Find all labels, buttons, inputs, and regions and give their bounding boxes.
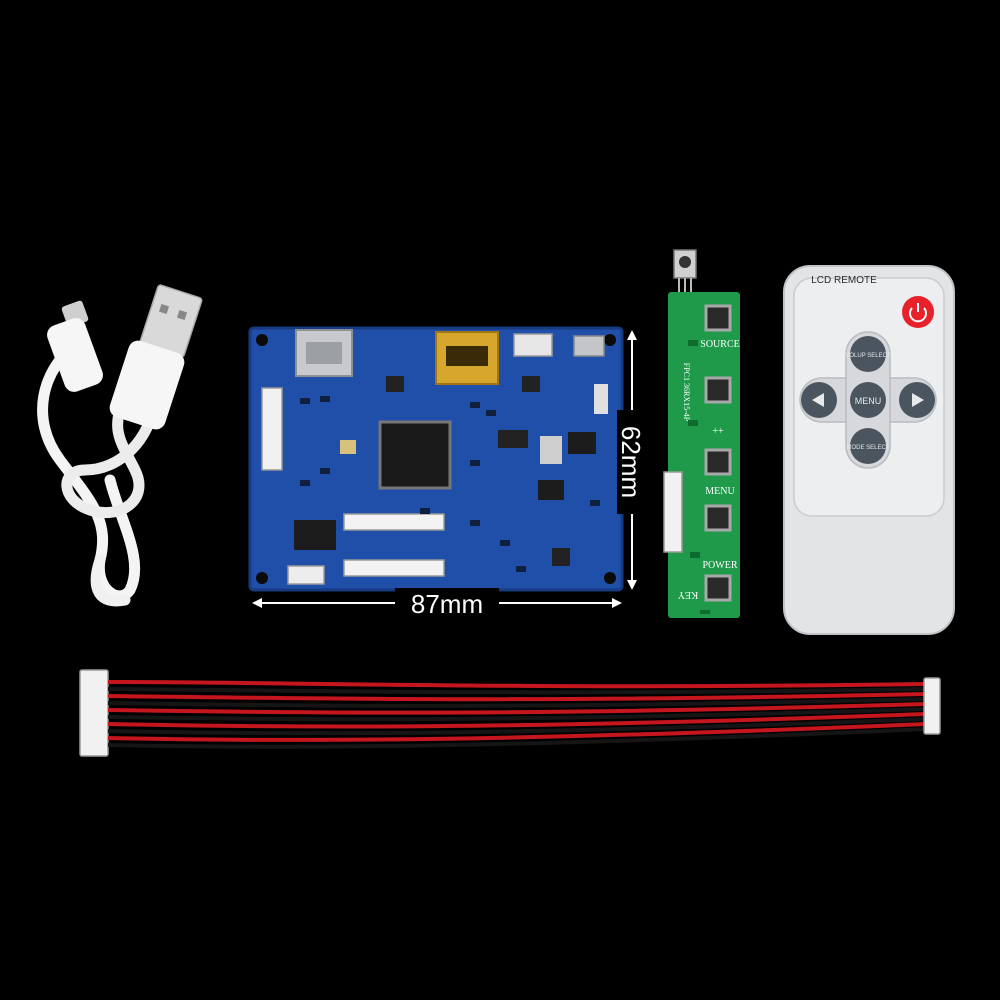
key-button-3	[704, 448, 732, 476]
main-chip	[378, 420, 452, 490]
remote-menu-label: MENU	[855, 396, 882, 406]
key-button-4	[704, 504, 732, 532]
key-button-2	[704, 376, 732, 404]
usb-cable	[37, 284, 203, 607]
remote-up-label: VOLUP SELECT	[845, 353, 891, 359]
remote-right-button	[899, 382, 935, 418]
ir-remote: LCD REMOTE VOLUP SELECT MENU	[783, 265, 955, 635]
width-label: 87mm	[411, 589, 483, 619]
remote-power-button	[902, 296, 934, 328]
key-board: SOURCE ++ MENU POWER KEY FPC1 36RX15-4P	[663, 249, 740, 618]
key-label-model: FPC1 36RX15-4P	[682, 363, 691, 422]
key-label-plus: ++	[712, 426, 724, 437]
wire-harness	[79, 669, 941, 757]
remote-left-button	[801, 382, 837, 418]
driver-board	[248, 326, 624, 592]
key-label-key: KEY	[678, 589, 699, 600]
remote-title: LCD REMOTE	[811, 275, 877, 286]
remote-down-label: MODE SELECT	[846, 445, 889, 451]
micro-usb-plug	[47, 300, 103, 392]
arrow-right-icon	[912, 393, 924, 407]
harness-connector-left	[79, 669, 109, 757]
power-icon	[909, 303, 927, 323]
height-label: 62mm	[616, 426, 646, 498]
arrow-left-icon	[812, 393, 824, 407]
remote-menu-button: MENU	[850, 382, 886, 418]
height-dimension: 62mm	[616, 330, 647, 590]
key-label-menu: MENU	[705, 486, 735, 497]
key-label-power: POWER	[703, 560, 738, 571]
key-label-source: SOURCE	[700, 339, 739, 350]
harness-connector-right	[923, 677, 941, 735]
remote-down-button: MODE SELECT	[846, 428, 890, 464]
key-button-1	[704, 304, 732, 332]
usb-a-plug	[109, 284, 203, 430]
width-dimension: 87mm	[252, 588, 622, 619]
remote-up-button: VOLUP SELECT	[845, 336, 891, 372]
key-button-5	[704, 574, 732, 602]
